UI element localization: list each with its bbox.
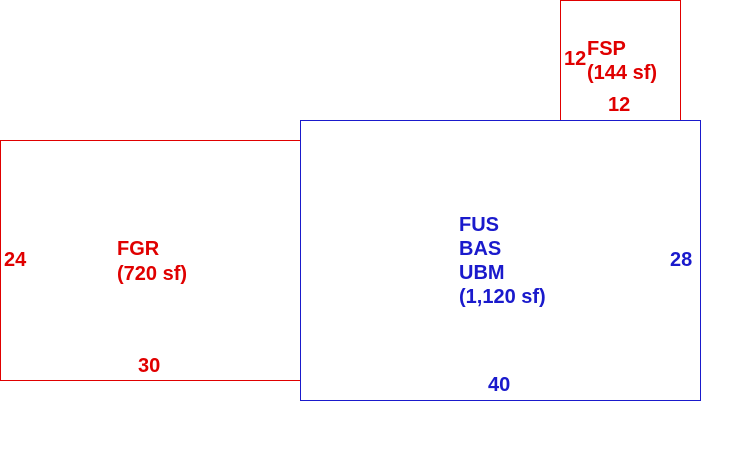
main-width-label: 40 bbox=[488, 374, 511, 396]
garage-width-label: 30 bbox=[138, 355, 161, 377]
porch-width-label: 12 bbox=[608, 94, 631, 116]
main-code-3-label: UBM bbox=[459, 262, 505, 284]
main-depth-label: 28 bbox=[670, 249, 693, 271]
main-code-1-label: FUS bbox=[459, 214, 499, 236]
main-area[interactable] bbox=[300, 120, 701, 401]
main-area-label: (1,120 sf) bbox=[459, 286, 546, 308]
main-code-2-label: BAS bbox=[459, 238, 502, 260]
porch-depth-label: 12 bbox=[564, 48, 587, 70]
garage-depth-label: 24 bbox=[4, 249, 27, 271]
porch-code-label: FSP bbox=[587, 38, 626, 60]
garage-area-label: (720 sf) bbox=[117, 263, 188, 285]
garage-code-label: FGR bbox=[117, 238, 160, 260]
porch-area-label: (144 sf) bbox=[587, 62, 658, 84]
